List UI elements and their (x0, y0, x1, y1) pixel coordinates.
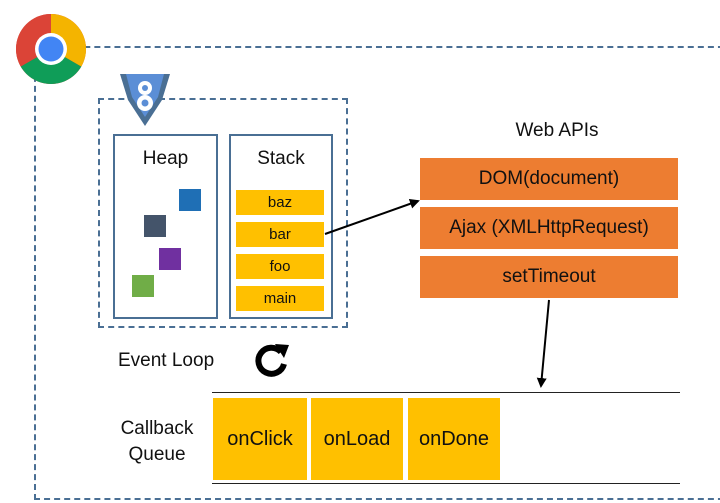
callback-onclick: onClick (213, 398, 307, 480)
stack-title: Stack (257, 148, 305, 169)
heap-object (179, 189, 201, 211)
callback-onload: onLoad (311, 398, 403, 480)
v8-icon (120, 74, 170, 126)
stack-to-webapi-arrow (324, 198, 420, 235)
web-api-settimeout: setTimeout (420, 256, 678, 298)
heap-object (144, 215, 166, 237)
heap-title: Heap (142, 148, 189, 169)
stack-frame-main: main (236, 286, 324, 311)
web-apis-title: Web APIs (515, 120, 599, 141)
stack-frame-foo: foo (236, 254, 324, 279)
js-engine-box (98, 98, 348, 328)
web-api-ajax: Ajax (XMLHttpRequest) (420, 207, 678, 249)
queue-top-border (212, 392, 680, 393)
web-api-dom: DOM(document) (420, 158, 678, 200)
queue-bottom-border (212, 483, 680, 484)
browser-frame (34, 46, 720, 500)
heap-object (159, 248, 181, 270)
stack-frame-baz: baz (236, 190, 324, 215)
webapi-to-queue-arrow (536, 299, 550, 388)
callback-ondone: onDone (408, 398, 500, 480)
event-loop-icon (255, 344, 289, 377)
event-loop-label: Event Loop (118, 350, 215, 371)
stack-frame-bar: bar (236, 222, 324, 247)
chrome-icon (16, 14, 86, 84)
heap-object (132, 275, 154, 297)
callback-queue-label: Callback Queue (120, 418, 194, 465)
